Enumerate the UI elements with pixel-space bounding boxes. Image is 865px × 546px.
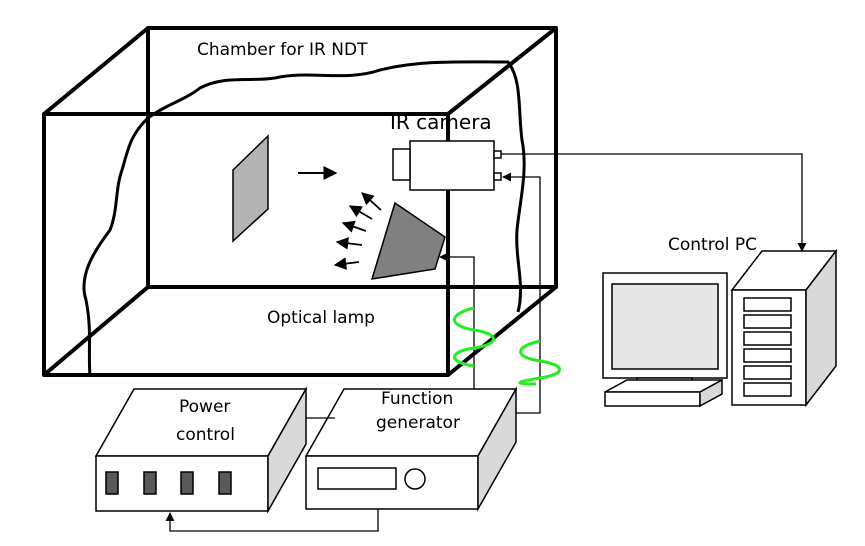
camera-pc-cable bbox=[501, 153, 807, 252]
function-generator-label-line2: generator bbox=[376, 413, 460, 433]
control-pc-label: Control PC bbox=[668, 235, 757, 255]
ir-camera-label: IR camera bbox=[390, 110, 492, 134]
ir-camera bbox=[392, 140, 502, 191]
function-generator-label-line1: Function bbox=[381, 389, 453, 409]
pc-tower bbox=[730, 248, 838, 408]
generator-power-cable bbox=[165, 509, 379, 532]
chamber-label: Chamber for IR NDT bbox=[197, 40, 368, 60]
power-control-label-line1: Power bbox=[179, 397, 230, 417]
chamber-box bbox=[42, 26, 558, 377]
chamber-curtain bbox=[82, 60, 526, 377]
power-control-label-line2: control bbox=[176, 425, 235, 445]
specimen-plate bbox=[232, 134, 269, 243]
function-generator-unit bbox=[304, 386, 518, 512]
lamp-signal-wave bbox=[453, 306, 495, 368]
optical-lamp bbox=[370, 201, 446, 280]
pc-monitor bbox=[602, 272, 728, 408]
optical-lamp-label: Optical lamp bbox=[267, 308, 375, 328]
generator-camera-cable bbox=[502, 172, 541, 414]
camera-signal-wave bbox=[518, 339, 561, 386]
generator-lamp-cable bbox=[439, 252, 475, 389]
power-control-unit bbox=[94, 386, 308, 514]
light-rays bbox=[333, 192, 382, 270]
